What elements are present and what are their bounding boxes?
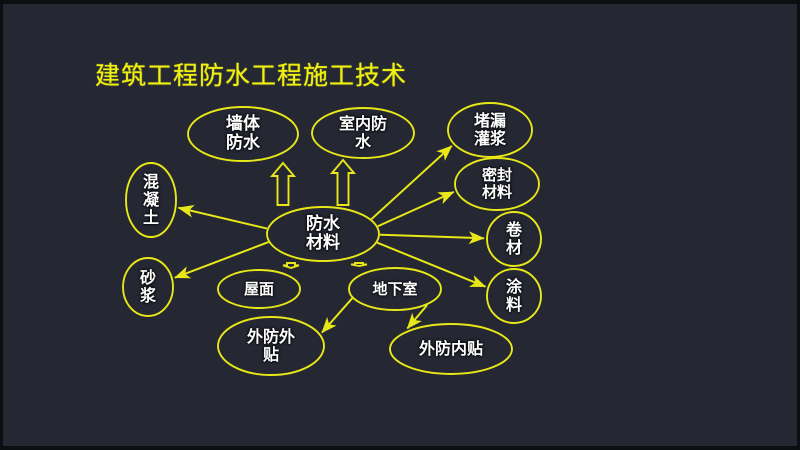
diagram-node-coating[interactable]: [487, 269, 541, 323]
node-shape-layer: [122, 102, 542, 376]
arrow-basement-to-outin: [406, 304, 428, 330]
node-ellipse-mortar: [122, 257, 174, 317]
diagram-node-basement[interactable]: [349, 268, 441, 310]
arrow-basement-to-outout: [321, 297, 354, 334]
node-ellipse-coating: [486, 268, 542, 324]
page-title: 建筑工程防水工程施工技术: [95, 61, 408, 90]
diagram-node-mortar[interactable]: [123, 258, 173, 316]
diagram-svg: [122, 102, 542, 376]
diagram-node-wall[interactable]: [188, 107, 298, 161]
diagram-node-sheet[interactable]: [487, 212, 541, 266]
arrow-center-to-sheet: [379, 231, 485, 245]
block-arrow-center-to-basement: [350, 262, 368, 267]
block-arrow-center-to-roof: [282, 262, 300, 270]
node-ellipse-wall: [187, 106, 299, 162]
node-ellipse-roof: [217, 269, 301, 309]
node-ellipse-grouting: [447, 102, 533, 158]
node-ellipse-center: [266, 206, 380, 262]
block-arrow-center-to-indoor: [329, 158, 357, 206]
diagram-node-roof[interactable]: [218, 270, 300, 308]
diagram-node-grouting[interactable]: [448, 103, 532, 157]
diagram-node-indoor[interactable]: [312, 108, 414, 158]
node-ellipse-basement: [348, 267, 442, 311]
diagram-node-sealing[interactable]: [455, 158, 539, 210]
node-ellipse-outin: [389, 323, 513, 375]
node-ellipse-outout: [217, 316, 325, 376]
arrow-center-to-concrete: [177, 205, 268, 230]
line-arrow-layer: [174, 145, 487, 334]
arrow-center-to-mortar: [174, 241, 269, 279]
diagram-node-concrete[interactable]: [126, 163, 176, 237]
arrow-center-to-sealing: [377, 191, 455, 228]
arrow-center-to-grouting: [370, 145, 453, 220]
diagram-node-center[interactable]: [267, 207, 379, 261]
block-arrow-layer: [269, 158, 368, 270]
arrow-center-to-coating: [376, 241, 487, 288]
diagram-node-outin[interactable]: [390, 324, 512, 374]
node-ellipse-sheet: [486, 211, 542, 267]
diagram-node-outout[interactable]: [218, 317, 324, 375]
block-arrow-center-to-wall: [269, 161, 297, 206]
node-ellipse-sealing: [454, 157, 540, 211]
node-ellipse-concrete: [125, 162, 177, 238]
node-ellipse-indoor: [311, 107, 415, 159]
